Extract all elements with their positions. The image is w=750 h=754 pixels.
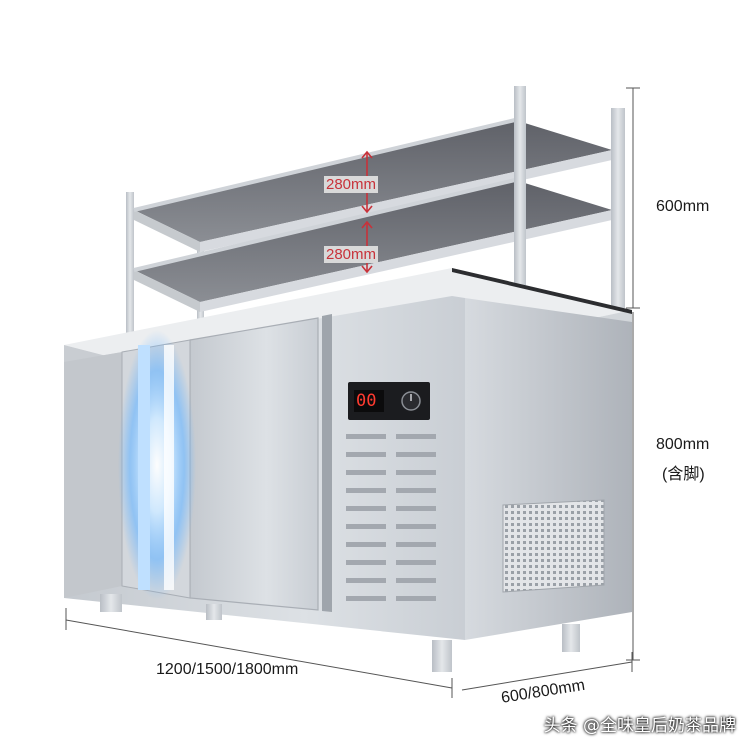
- shelf-height-label: 600mm: [656, 198, 710, 215]
- cabinet-height-note: (含脚): [662, 466, 705, 483]
- side-vent-grille: [502, 499, 605, 593]
- lower-shelf: [133, 178, 612, 312]
- temperature-display: 00: [356, 391, 377, 411]
- lower-shelf-gap-label: 280mm: [324, 246, 379, 263]
- vent-louvers: [346, 434, 436, 601]
- cabinet-feet: [100, 594, 580, 672]
- shelf-front-posts: [514, 86, 625, 308]
- watermark: 头条 @全味皇后奶茶品牌: [543, 716, 736, 736]
- upper-shelf-gap-label: 280mm: [324, 176, 379, 193]
- dimension-lines: [65, 87, 640, 698]
- control-panel: [348, 382, 430, 420]
- blue-led-glow: [118, 330, 196, 600]
- length-label: 1200/1500/1800mm: [156, 661, 299, 678]
- cabinet-height-label: 800mm: [656, 436, 710, 453]
